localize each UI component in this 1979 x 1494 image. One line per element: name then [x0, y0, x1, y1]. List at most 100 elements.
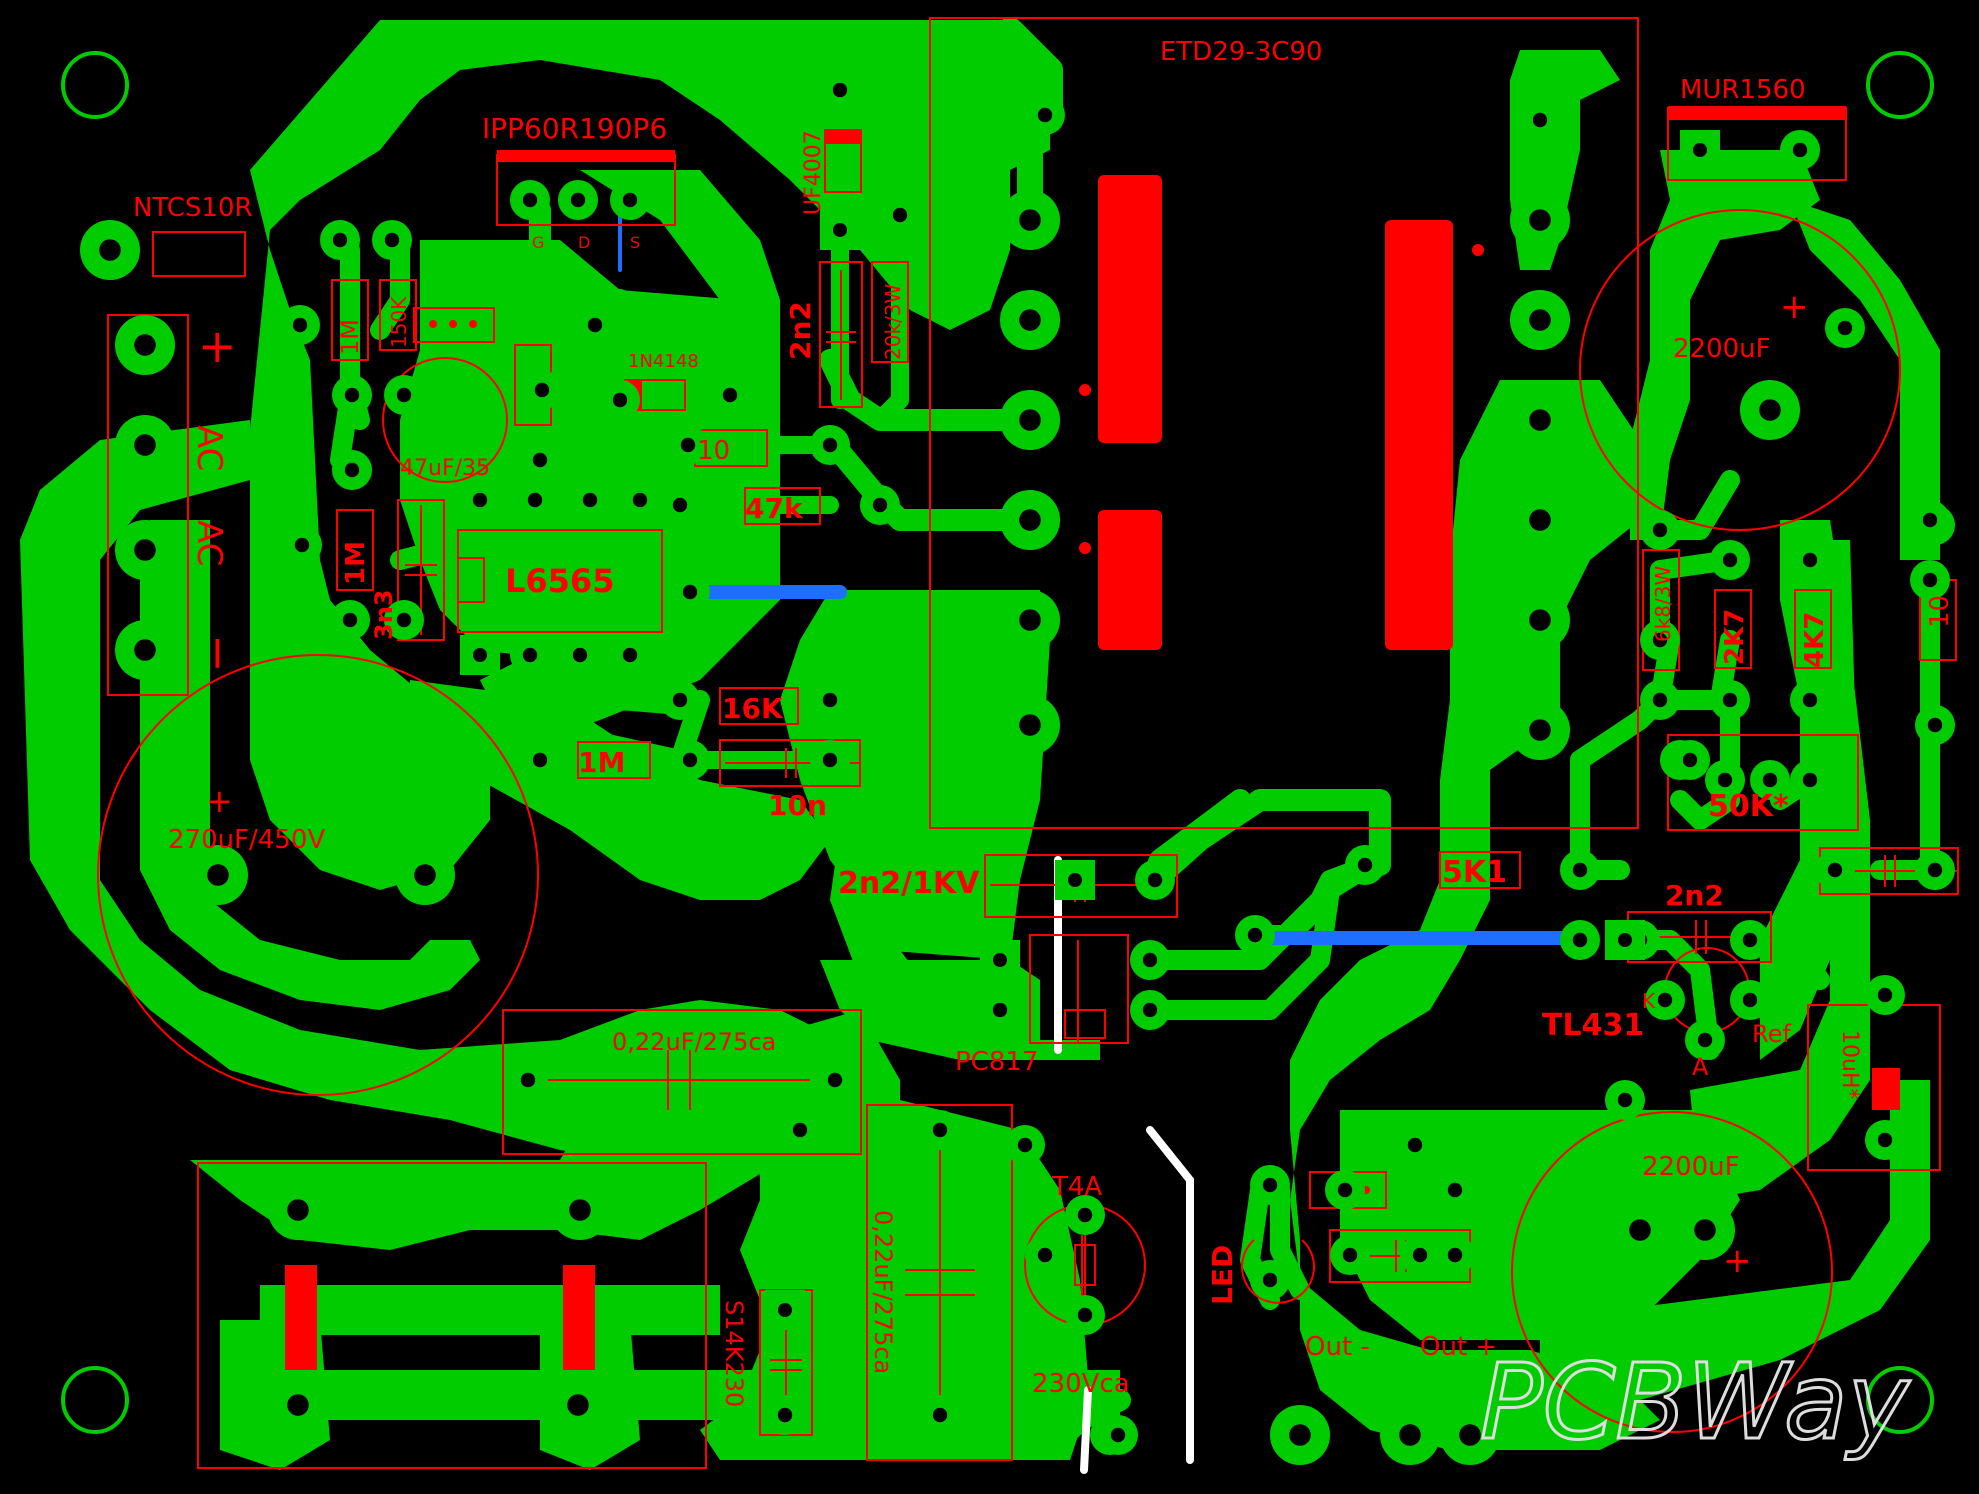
label-minus-ac: − — [192, 634, 246, 673]
pad-drill — [1529, 719, 1551, 741]
label-uf4007: UF4007 — [801, 130, 826, 215]
cap-022b-outline — [866, 1104, 1013, 1461]
pad-drill — [1357, 857, 1373, 873]
label-ntc: NTCS10R — [133, 193, 253, 223]
copper-varistor-area — [700, 1080, 1090, 1460]
pad-drill — [384, 232, 400, 248]
label-varistor: S14K230 — [720, 1300, 748, 1407]
isolation-slot — [1080, 1386, 1092, 1474]
copper-inner-ring — [140, 520, 480, 1010]
label-plus-ac: + — [198, 319, 237, 373]
pad-drill — [1927, 717, 1943, 733]
pad-drill — [1742, 992, 1758, 1008]
pad-drill — [587, 317, 603, 333]
isolation-slot — [1146, 1126, 1194, 1464]
pad-drill — [342, 612, 358, 628]
transformer-winding — [1385, 220, 1453, 650]
dot-mark — [1079, 542, 1091, 554]
pad-drill — [294, 537, 310, 553]
trace — [1570, 630, 1680, 880]
mur-tab — [1668, 106, 1846, 120]
label-cap-270: 270uF/450V — [168, 825, 325, 855]
pad-drill — [99, 239, 121, 261]
pad-drill — [572, 647, 588, 663]
pad-drill — [1447, 1182, 1463, 1198]
pad-drill — [1827, 862, 1843, 878]
pad-drill — [1142, 952, 1158, 968]
pad-drill — [1657, 992, 1673, 1008]
mounting-hole — [61, 51, 129, 119]
trace — [1140, 855, 1380, 1020]
r-20k-outline — [871, 261, 909, 363]
label-2n2-1kv: 2n2/1KV — [838, 866, 980, 901]
pad-drill — [1529, 309, 1551, 331]
pad-drill — [1037, 107, 1053, 123]
copper-trace-lower-ctrl — [410, 680, 830, 900]
cap-2n2-1kv-outline — [984, 854, 1178, 918]
choke-winding — [563, 1265, 595, 1370]
pad-drill — [682, 584, 698, 600]
dot-mark — [469, 320, 477, 328]
trace — [340, 610, 550, 770]
r-16k-outline — [719, 687, 799, 725]
cap-022a-outline — [502, 1009, 862, 1155]
pad-drill — [532, 752, 548, 768]
pad-drill — [1447, 1247, 1463, 1263]
pad-drill — [1407, 1137, 1423, 1153]
pad-drill — [1037, 1247, 1053, 1263]
label-k: K — [1642, 989, 1656, 1013]
pad-drill — [1412, 1247, 1428, 1263]
pad-drill — [1529, 509, 1551, 531]
pad-drill — [1652, 632, 1668, 648]
pad-drill — [207, 864, 229, 886]
cap-2200-bot-outline — [1511, 1111, 1833, 1433]
pad-drill — [1742, 932, 1758, 948]
pad-drill — [1697, 1032, 1713, 1048]
transformer-winding — [1098, 175, 1162, 443]
pad-drill — [1802, 772, 1818, 788]
label-ac-2: AC — [189, 520, 229, 566]
transformer-winding — [1098, 510, 1162, 650]
pad-drill — [792, 1122, 808, 1138]
label-pc817: PC817 — [955, 1047, 1038, 1077]
pad-drill — [1572, 932, 1588, 948]
pad-drill — [1147, 872, 1163, 888]
label-ac-1: AC — [189, 425, 229, 471]
pad-drill — [992, 1002, 1008, 1018]
pad-drill — [822, 692, 838, 708]
copper-secondary-main — [1290, 380, 1660, 1450]
pad-drill — [1459, 1424, 1481, 1446]
label-transformer: ETD29-3C90 — [1160, 37, 1323, 67]
label-mur1560: MUR1560 — [1680, 75, 1806, 105]
mounting-hole — [61, 1366, 129, 1434]
pad-drill — [1529, 609, 1551, 631]
label-pin-g: G — [532, 233, 544, 252]
pad-drill — [522, 192, 538, 208]
pad-drill — [1837, 320, 1853, 336]
label-6k8: 6k8/3W — [1651, 566, 1675, 642]
pad-drill — [1262, 1177, 1278, 1193]
label-pot-50k: 50K* — [1708, 789, 1789, 824]
label-led: LED — [1206, 1245, 1239, 1305]
pad-drill — [1693, 143, 1707, 157]
pad-drill — [1762, 772, 1778, 788]
dotted-jumper-outline — [413, 307, 495, 343]
label-2200-top: 2200uF — [1673, 334, 1771, 364]
pad-drill — [287, 1394, 309, 1416]
pad-drill — [1110, 1427, 1126, 1443]
dot-mark — [1472, 244, 1484, 256]
pad-drill — [134, 539, 156, 561]
label-150k: 150K — [387, 296, 411, 348]
pad-drill — [1717, 772, 1733, 788]
label-1m-c: 1M — [578, 746, 625, 779]
pad-drill — [570, 192, 586, 208]
pad-drill — [134, 434, 156, 456]
r-1mc-outline — [577, 741, 651, 779]
pad-drill — [473, 648, 487, 662]
cap-2200-top-outline — [1579, 209, 1901, 531]
pad-drill — [1019, 309, 1041, 331]
pad-drill — [932, 1122, 948, 1138]
pad-drill — [1019, 409, 1041, 431]
label-plus-2200-top: + — [1780, 287, 1809, 327]
pad-drill — [414, 864, 436, 886]
